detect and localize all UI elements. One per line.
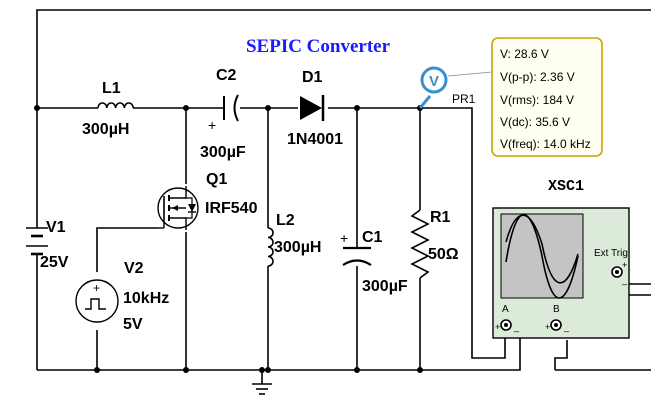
scope-name: XSC1 — [548, 178, 584, 195]
c2-ref: C2 — [216, 67, 237, 84]
resistor-r1[interactable]: R1 50Ω — [410, 209, 459, 279]
scope-trig-minus: _ — [621, 275, 628, 285]
oscilloscope[interactable]: XSC1 Ext Trig + _ A B + _ + _ — [492, 178, 630, 339]
junction-dot — [265, 367, 271, 373]
junction-dot — [259, 367, 265, 373]
junction-dot — [183, 105, 189, 111]
junction-dot — [417, 367, 423, 373]
wire-bottom-scope-a — [420, 327, 521, 371]
q1-value: IRF540 — [205, 200, 258, 217]
junction-dot — [183, 367, 189, 373]
q1-ref: Q1 — [206, 171, 227, 188]
diagram-title: SEPIC Converter — [246, 36, 391, 57]
junction-dot — [354, 367, 360, 373]
scope-channel-b-terminal-dot — [554, 323, 558, 327]
probe-reading-v: V: 28.6 V — [500, 47, 549, 61]
wire-gate — [96, 227, 158, 272]
c2-polarity: + — [208, 117, 216, 133]
d1-ref: D1 — [302, 69, 323, 86]
probe-reading-vdc: V(dc): 35.6 V — [500, 115, 570, 129]
wires — [36, 9, 651, 384]
capacitor-c1[interactable]: + C1 300µF — [340, 229, 408, 295]
v2-frequency: 10kHz — [123, 290, 169, 307]
diode-d1[interactable]: D1 1N4001 — [287, 69, 343, 148]
scope-channel-a-terminal-dot — [504, 323, 508, 327]
scope-trace-2 — [505, 214, 579, 284]
probe-reading-vrms: V(rms): 184 V — [500, 93, 574, 107]
inductor-l1[interactable]: L1 300µH — [82, 80, 134, 138]
probe-reading-vfreq: V(freq): 14.0 kHz — [500, 137, 591, 151]
wire-top-loop — [36, 9, 651, 108]
junction-dot — [94, 367, 100, 373]
c2-value: 300µF — [200, 144, 246, 161]
pulse-source-v2[interactable]: + V2 10kHz 5V — [75, 260, 169, 333]
junctions — [34, 105, 423, 373]
scope-b-minus: _ — [563, 322, 570, 332]
scope-screen — [500, 213, 584, 299]
l1-value: 300µH — [82, 121, 129, 138]
probe-icon-letter: V — [429, 73, 439, 90]
scope-ext-trig-label: Ext Trig — [594, 248, 628, 259]
c1-value: 300µF — [362, 278, 408, 295]
mosfet-q1[interactable]: Q1 IRF540 — [157, 171, 258, 230]
c1-ref: C1 — [362, 229, 383, 246]
junction-dot — [34, 105, 40, 111]
v1-value: 25V — [40, 254, 69, 271]
probe-name: PR1 — [452, 92, 476, 106]
c1-polarity: + — [340, 230, 348, 246]
inductor-l2[interactable]: L2 300µH — [267, 212, 321, 267]
scope-trig-plus: + — [622, 260, 627, 270]
l1-ref: L1 — [102, 80, 121, 97]
v2-polarity: + — [93, 281, 100, 295]
ground-symbol — [252, 383, 272, 395]
scope-b-plus: + — [545, 322, 550, 332]
scope-a-plus: + — [495, 322, 500, 332]
scope-trace-1 — [505, 213, 579, 299]
probe-leader — [447, 71, 493, 77]
scope-channel-b-label: B — [553, 304, 560, 315]
v2-ref: V2 — [124, 260, 144, 277]
l2-value: 300µH — [274, 239, 321, 256]
voltage-probe[interactable]: V PR1 — [418, 66, 493, 109]
r1-ref: R1 — [430, 209, 451, 226]
junction-dot — [265, 105, 271, 111]
battery-v1[interactable]: V1 25V — [26, 219, 69, 271]
l2-ref: L2 — [276, 212, 295, 229]
probe-reading-vpp: V(p-p): 2.36 V — [500, 70, 575, 84]
probe-readout: V: 28.6 V V(p-p): 2.36 V V(rms): 184 V V… — [491, 37, 603, 157]
scope-ext-trig-terminal-dot — [615, 270, 619, 274]
v2-amplitude: 5V — [123, 316, 143, 333]
d1-value: 1N4001 — [287, 131, 343, 148]
junction-dot — [354, 105, 360, 111]
wire-to-scope-a — [420, 107, 506, 359]
scope-channel-a-label: A — [502, 304, 509, 315]
wire-scope-b-neg — [554, 340, 568, 370]
v1-ref: V1 — [46, 219, 66, 236]
capacitor-c2[interactable]: + C2 300µF — [200, 67, 246, 161]
probe-icon[interactable] — [420, 66, 448, 94]
scope-a-minus: _ — [513, 322, 520, 332]
r1-value: 50Ω — [428, 246, 459, 263]
